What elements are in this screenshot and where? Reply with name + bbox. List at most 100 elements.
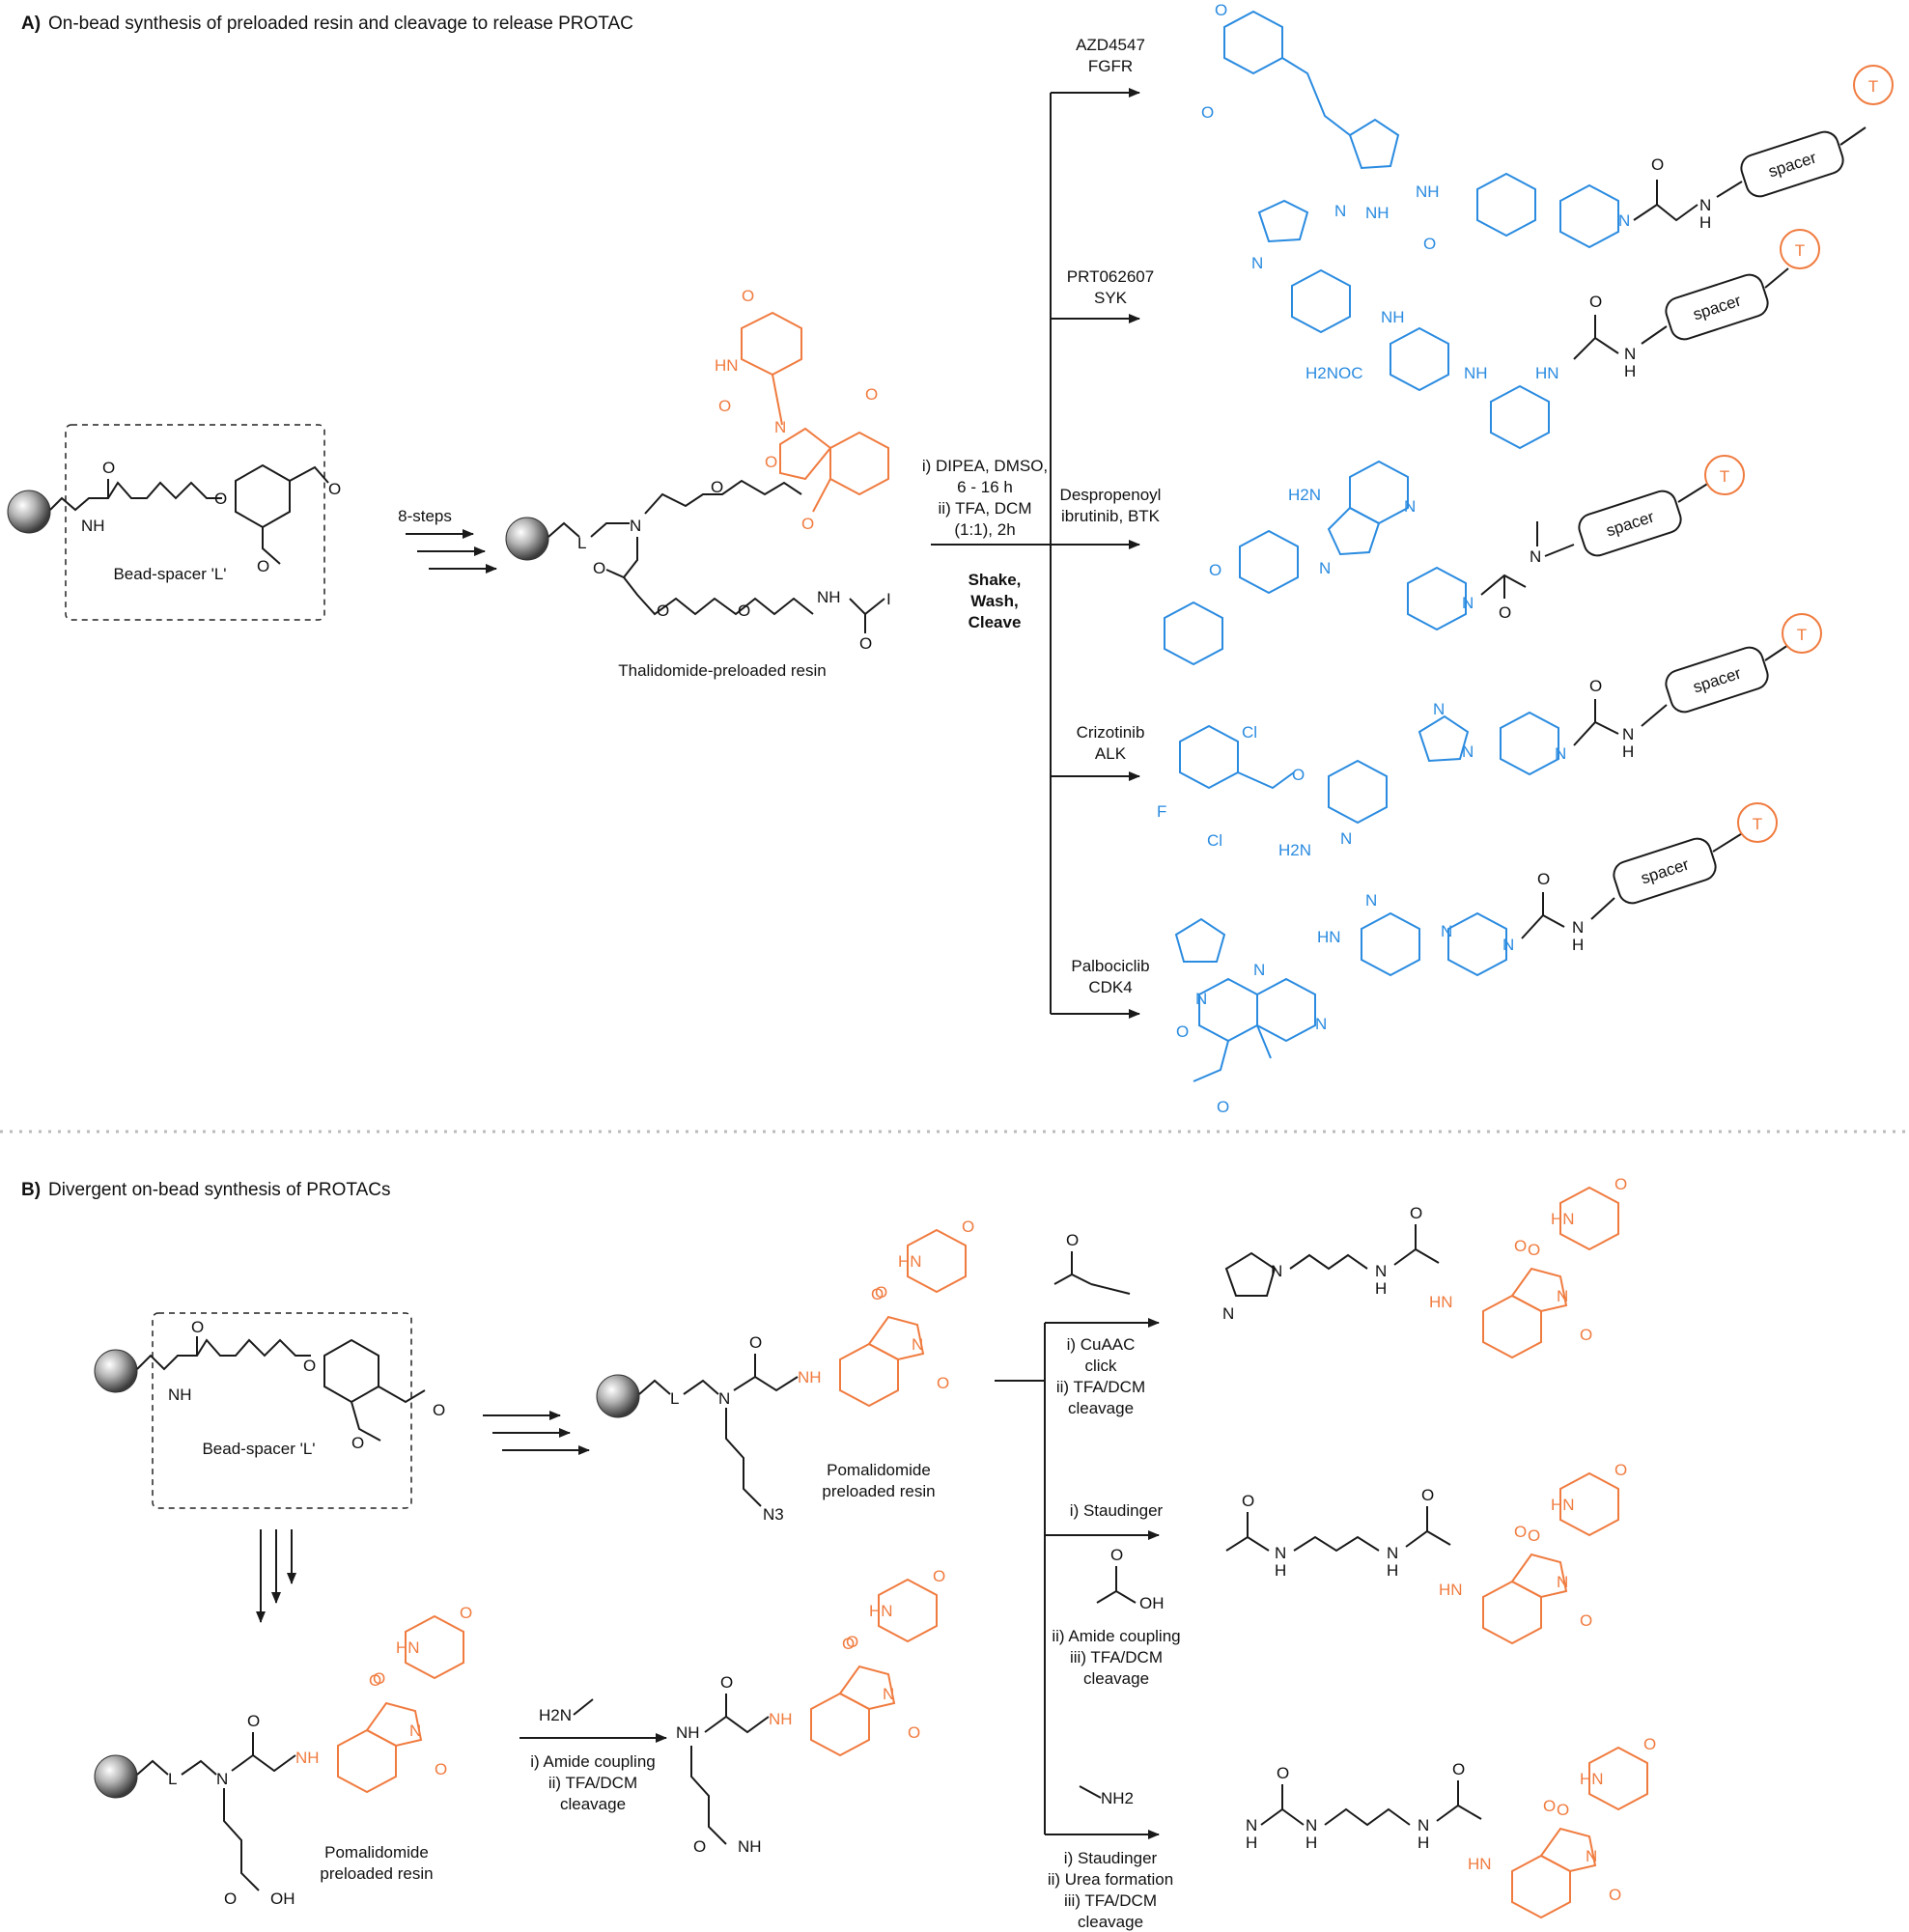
tp-amide-h: H xyxy=(1375,1279,1387,1298)
branch-arrows-b xyxy=(995,1318,1160,1839)
pom1-chain xyxy=(683,1379,719,1395)
thal-imide-o2: O xyxy=(765,453,777,471)
pom2-glut-o2: O xyxy=(373,1669,385,1688)
ibr-acetamide-o: O xyxy=(1499,603,1511,622)
resin-bead-b xyxy=(94,1349,138,1393)
cuaac-cond-1: i) CuAAC xyxy=(1067,1335,1136,1354)
crz-pyrazole-n1: N xyxy=(1433,700,1445,718)
aldehyde-bond-b xyxy=(378,1386,426,1404)
bead-spacer-label-a: Bead-spacer 'L' xyxy=(113,565,226,583)
spacer-box-3 xyxy=(1578,490,1682,557)
ether-o-a: O xyxy=(214,490,227,508)
pal-pyrimidine-n1: N xyxy=(1253,961,1265,979)
t-circle-2 xyxy=(1780,229,1820,269)
prt-glycine-o: O xyxy=(1589,293,1602,311)
target-name-1: AZD4547 xyxy=(1076,36,1145,54)
t-link-2 xyxy=(1764,267,1789,289)
t-text-4: T xyxy=(1797,626,1807,644)
up-imide-o1: O xyxy=(1543,1797,1556,1815)
iodo-i: I xyxy=(886,590,891,608)
ab2-h: H xyxy=(1275,1561,1286,1580)
crz-piperidine xyxy=(1500,711,1559,776)
pomalidomide-resin-azide: L N O N3 NH N O O HN O O Pomalidomide pr… xyxy=(596,1218,974,1524)
tp-triazole-n1: N xyxy=(1271,1262,1282,1280)
t-link-4 xyxy=(1764,644,1789,661)
target-protein-3: ibrutinib, BTK xyxy=(1061,507,1161,525)
ab2-glutarimide xyxy=(1559,1471,1619,1537)
ibr-pyrimidine-n: N xyxy=(1404,497,1416,516)
step-label-a: 8-steps xyxy=(398,507,452,525)
ab2-o: O xyxy=(1242,1492,1254,1510)
up-h1: H xyxy=(1246,1834,1257,1852)
pom1-nh: NH xyxy=(798,1368,822,1386)
prt-cyclohexyl-hn: HN xyxy=(1535,364,1559,382)
prt-glycine-h: H xyxy=(1624,362,1636,380)
pom2-glycine xyxy=(231,1753,296,1773)
ab2-glycine xyxy=(1405,1529,1451,1548)
methoxy-o-b: O xyxy=(351,1434,364,1452)
amp-glut-o1: O xyxy=(933,1567,945,1585)
ab2-imide-o2: O xyxy=(1580,1611,1592,1630)
prt-pyrimidine-nh: NH xyxy=(1464,364,1488,382)
crz-pyrazole xyxy=(1418,714,1470,763)
t-text-5: T xyxy=(1753,815,1762,833)
up-glycine xyxy=(1436,1804,1482,1822)
crz-pyrazole-n2: N xyxy=(1462,742,1474,761)
bead-spacer-b: O NH O O O Bead-spacer 'L' xyxy=(94,1312,445,1509)
amide-nh-b: NH xyxy=(168,1386,192,1404)
azd-piperidine-n: N xyxy=(1618,211,1630,230)
amp-terminal-nh: NH xyxy=(738,1837,762,1856)
amp-glutarimide xyxy=(878,1578,938,1643)
pom1-imide-o2: O xyxy=(937,1374,949,1392)
ab2-benzene xyxy=(1482,1580,1542,1645)
panel-a: A) On-bead synthesis of preloaded resin … xyxy=(7,1,1894,1116)
iodoacetyl-o: O xyxy=(859,634,872,653)
alkyne-reagent-bond xyxy=(1053,1273,1092,1285)
target-name-3: Despropenoyl xyxy=(1060,486,1162,504)
pom2-benzene xyxy=(337,1728,397,1794)
tertiary-n-thal: N xyxy=(630,517,641,535)
thalidomide-imide xyxy=(779,427,832,481)
panel-b-title: Divergent on-bead synthesis of PROTACs xyxy=(48,1180,390,1200)
amp-terminal-o: O xyxy=(693,1837,706,1856)
thal-imide-n: N xyxy=(774,418,786,436)
peg-o-1: O xyxy=(711,478,723,496)
azd-pyrazole-nh: NH xyxy=(1365,204,1390,222)
ab2-glycine-o: O xyxy=(1421,1486,1434,1504)
resin-link-thal xyxy=(547,521,580,538)
up-glutarimide xyxy=(1588,1746,1648,1811)
ab2-n: N xyxy=(1275,1544,1286,1562)
thalidomide-resin: L N O O O O NH O I O N O O HN O O xyxy=(505,287,891,680)
conditions-a: i) DIPEA, DMSO, 6 - 16 h ii) TFA, DCM (1… xyxy=(922,457,1048,631)
target-name-2: PRT062607 xyxy=(1067,267,1154,286)
up-n1: N xyxy=(1246,1816,1257,1834)
pom1-imide xyxy=(867,1315,925,1361)
up-imide-o2: O xyxy=(1609,1886,1621,1904)
glutarimide-link xyxy=(772,374,783,426)
amp-chain xyxy=(690,1746,727,1845)
ibr-ether-o: O xyxy=(1209,561,1221,579)
pal-spacer-link xyxy=(1590,897,1615,920)
pom2-imide-o2: O xyxy=(435,1760,447,1778)
pom1-glutarimide xyxy=(907,1228,967,1294)
amp-glut-o2: O xyxy=(846,1633,858,1651)
up-glycine-o: O xyxy=(1452,1760,1465,1778)
t-link-3 xyxy=(1677,482,1710,503)
crz-cl-2: Cl xyxy=(1207,831,1222,850)
pom2-label-2: preloaded resin xyxy=(320,1864,433,1883)
crz-aminopyridine xyxy=(1328,759,1388,825)
pom2-imide-n: N xyxy=(409,1722,421,1740)
target-protein-1: FGFR xyxy=(1088,57,1133,75)
crz-dihalophenyl xyxy=(1179,724,1239,790)
target-labels: AZD4547 FGFR PRT062607 SYK Despropenoyl … xyxy=(1060,36,1162,996)
ab2-aryl-hn: HN xyxy=(1439,1581,1463,1599)
up-urea xyxy=(1260,1807,1305,1826)
up-imide xyxy=(1539,1827,1597,1873)
up-imide-n: N xyxy=(1586,1847,1597,1865)
pom2-acid-chain xyxy=(223,1788,260,1891)
triazole-product: N N N H O HN N O O HN O O xyxy=(1222,1175,1627,1359)
pal-pyridone-ring xyxy=(1198,977,1258,1043)
pomalidomide-resin-acid: L N O O OH NH N O O HN O O Pomalidomide … xyxy=(94,1604,472,1908)
pal-pyrimidine-n2: N xyxy=(1315,1015,1327,1033)
carbonyl-o-b: O xyxy=(191,1318,204,1336)
